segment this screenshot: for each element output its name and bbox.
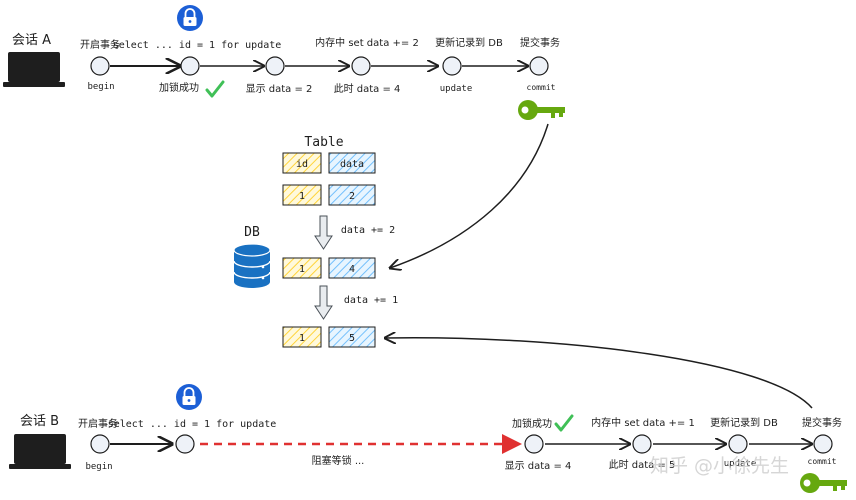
node-select-b [175,434,195,454]
commit-b-to-db-arrow [385,338,813,409]
table-row-1: 1 2 [282,184,376,206]
database-icon [233,243,271,288]
session-a-timeline [90,56,549,76]
a-select-label: select ... id = 1 for update [113,40,282,51]
a-show-data-label: 显示 data = 2 [246,83,313,95]
session-b-label: 会话 B [20,414,59,429]
a-update-record-label: 更新记录到 DB [435,36,503,49]
lock-icon [177,5,203,31]
row3-data: 5 [349,333,355,344]
table-header-row: id data [282,152,376,174]
header-data: data [340,159,364,170]
table-row-3: 1 5 [282,326,376,348]
node-lock-b [524,434,544,454]
b-commit-txn-label: 提交事务 [802,416,842,429]
b-update-label: update [724,459,757,469]
node-memory-b [632,434,652,454]
a-begin-label: begin [87,82,114,92]
row2-id: 1 [299,264,305,275]
node-lock-a [180,56,200,76]
node-commit-a [529,56,549,76]
b-commit-label: commit [808,457,837,466]
b-begin-label: begin [85,462,112,472]
node-begin-b [90,434,110,454]
b-begin-txn-label: 开启事务 [78,417,118,430]
header-id: id [296,159,308,170]
a-now-data-label: 此时 data = 4 [334,82,401,95]
a-lock-ok-label: 加锁成功 [159,81,199,94]
key-icon [800,473,847,493]
b-now-data-label: 此时 data = 5 [609,458,676,471]
down-arrow-icon [314,215,333,250]
a-memory-label: 内存中 set data += 2 [315,36,419,49]
a-commit-txn-label: 提交事务 [520,36,560,49]
table-title: Table [304,135,343,150]
b-show-data-label: 显示 data = 4 [505,460,572,472]
b-memory-label: 内存中 set data += 1 [591,416,695,429]
a-begin-txn-label: 开启事务 [80,38,120,51]
check-icon [554,414,574,432]
session-b-timeline [90,434,833,454]
row3-id: 1 [299,333,305,344]
check-icon [205,80,225,98]
node-update-a [442,56,462,76]
node-commit-b [813,434,833,454]
table-row-2: 1 4 [282,257,376,279]
lock-icon [176,384,202,410]
session-a-label: 会话 A [12,33,51,48]
a-commit-label: commit [527,83,556,92]
down-arrow-icon [314,285,333,320]
db-label: DB [244,225,260,240]
row2-data: 4 [349,264,355,275]
b-lock-ok-label: 加锁成功 [512,417,552,430]
b-update-record-label: 更新记录到 DB [710,416,778,429]
laptop-icon [3,52,65,87]
watermark: 知乎 @小徐先生 [650,455,789,477]
node-begin-a [90,56,110,76]
commit-a-to-db-arrow [390,123,549,268]
node-update-b [728,434,748,454]
b-blocked-label: 阻塞等锁 ... [312,454,365,467]
node-memory-a [351,56,371,76]
op2-label: data += 1 [344,295,398,306]
row1-data: 2 [349,191,355,202]
op1-label: data += 2 [341,225,395,236]
node-show-a [265,56,285,76]
row1-id: 1 [299,191,305,202]
a-update-label: update [440,84,473,94]
key-icon [518,100,565,120]
laptop-icon [9,434,71,469]
b-select-label: select ... id = 1 for update [108,419,277,430]
